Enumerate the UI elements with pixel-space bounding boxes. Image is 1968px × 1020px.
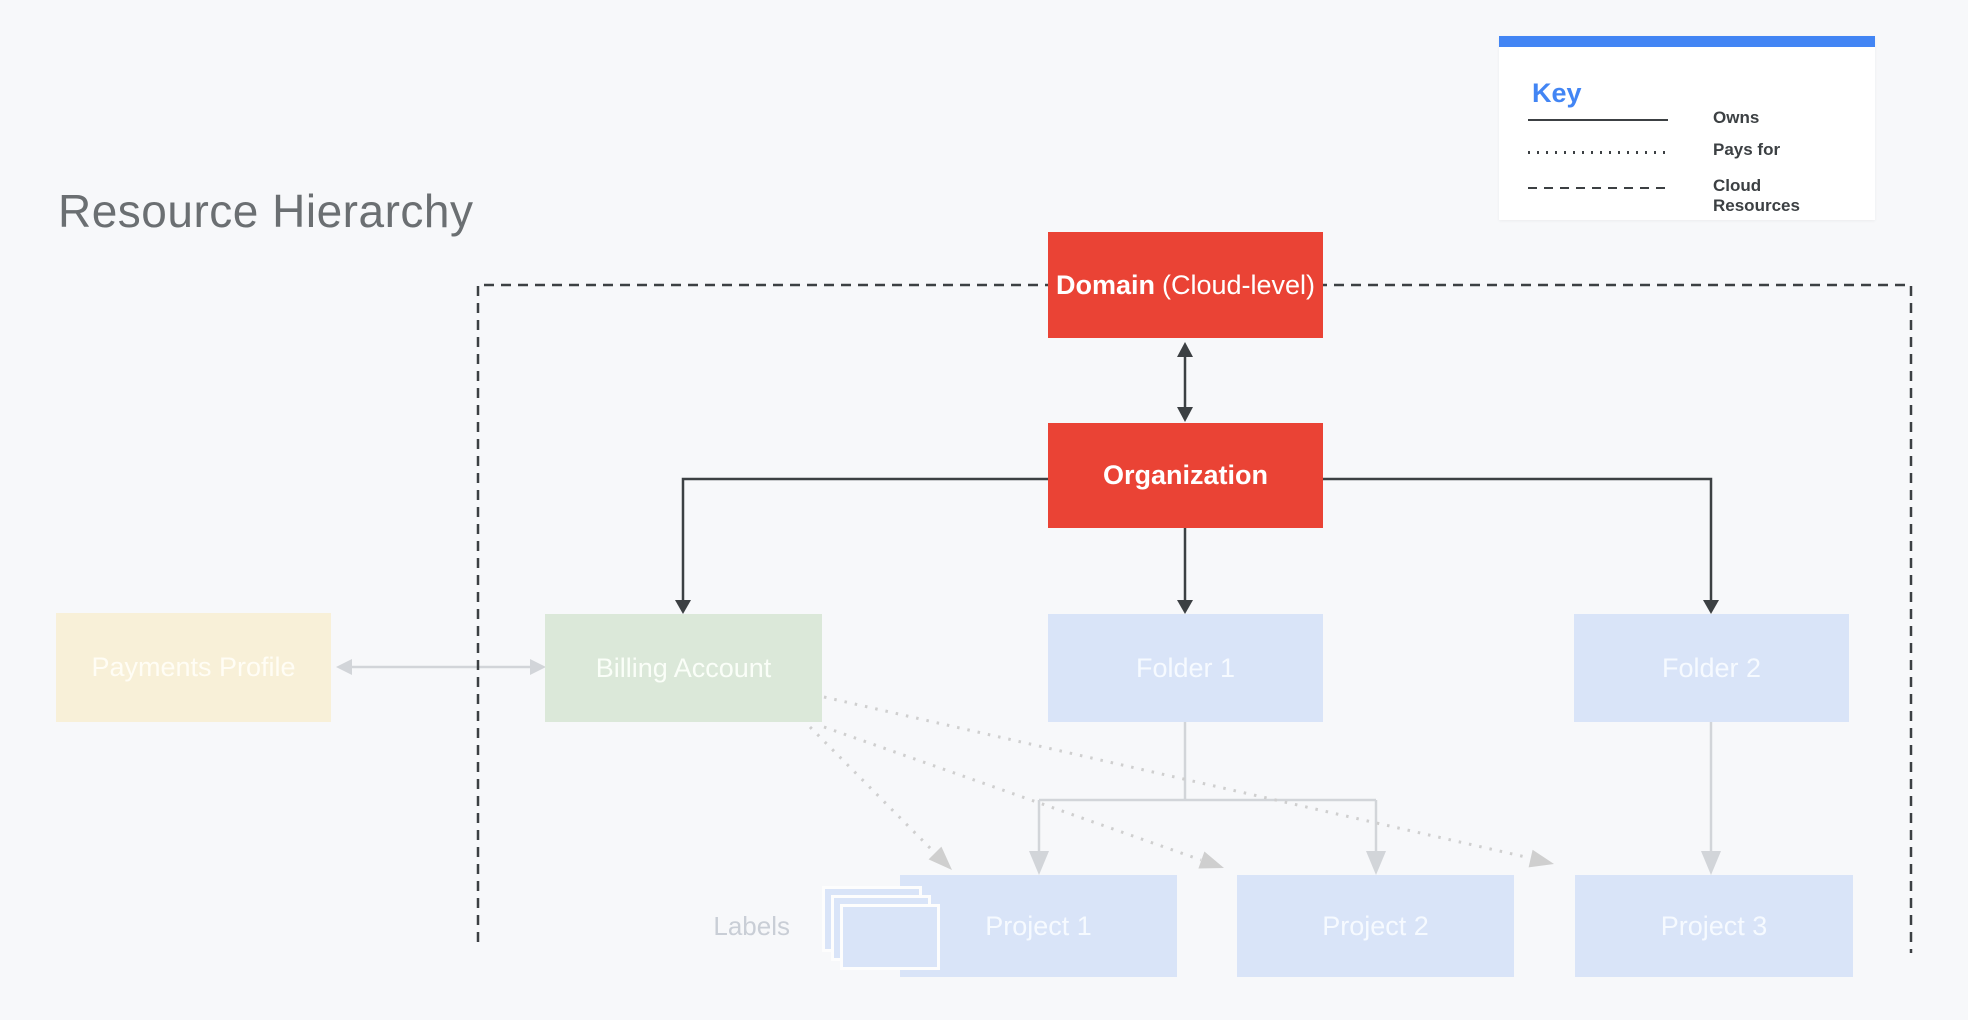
legend-panel: Key Owns Pays for Cloud Resources xyxy=(1499,36,1875,220)
org-folder2-connector xyxy=(1323,477,1713,601)
legend-accent-bar xyxy=(1499,36,1875,47)
arrowhead-right-icon xyxy=(530,659,546,675)
arrowhead-down-icon xyxy=(1701,851,1721,875)
arrowhead-down-icon xyxy=(1177,600,1193,614)
folder1-label: Folder 1 xyxy=(1135,652,1236,683)
payments-profile-box: Payments Profile xyxy=(56,613,331,722)
folder2-label: Folder 2 xyxy=(1661,652,1762,683)
project3-label: Project 3 xyxy=(1660,910,1768,941)
key-sample-solid-line xyxy=(1528,119,1668,121)
key-sample-dashed-line xyxy=(1528,187,1668,189)
folder1-projects-connector xyxy=(1037,722,1378,851)
project2-box: Project 2 xyxy=(1237,875,1514,977)
arrowhead-diag-icon xyxy=(1528,849,1554,868)
arrowhead-left-icon xyxy=(336,659,352,675)
arrowhead-up-icon xyxy=(1177,342,1193,357)
key-label-owns: Owns xyxy=(1713,108,1760,127)
domain-label-rest: (Cloud-level) xyxy=(1161,269,1316,300)
arrowhead-down-icon xyxy=(1703,600,1719,614)
billing-account-label: Billing Account xyxy=(595,652,772,683)
page-title: Resource Hierarchy xyxy=(58,185,474,237)
domain-label-bold: Domain xyxy=(1055,269,1155,300)
arrowhead-down-icon xyxy=(1177,407,1193,422)
organization-box: Organization xyxy=(1048,423,1323,528)
key-label-cloud-resources: Cloud Resources xyxy=(1713,176,1800,215)
pays-for-project1-dotted xyxy=(808,725,937,855)
project2-label: Project 2 xyxy=(1322,910,1429,941)
folder1-box: Folder 1 xyxy=(1048,614,1323,722)
project1-box: Project 1 xyxy=(900,875,1177,977)
labels-caption: Labels xyxy=(713,911,790,941)
folder2-box: Folder 2 xyxy=(1574,614,1849,722)
arrowhead-down-icon xyxy=(675,600,691,614)
labels-cards-icon xyxy=(822,886,942,972)
arrowhead-diag-icon xyxy=(928,846,952,870)
arrowhead-down-icon xyxy=(1366,851,1386,875)
arrowhead-diag-icon xyxy=(1198,851,1224,869)
legend-title: Key xyxy=(1532,78,1582,108)
domain-box: Domain (Cloud-level) xyxy=(1048,232,1323,338)
org-billing-connector xyxy=(681,477,1048,601)
billing-account-box: Billing Account xyxy=(545,614,822,722)
cloud-resources-boundary xyxy=(476,283,1913,953)
label-card-front xyxy=(840,904,940,970)
key-sample-dotted-line xyxy=(1528,151,1668,154)
organization-label: Organization xyxy=(1102,460,1268,490)
key-label-pays-for: Pays for xyxy=(1713,140,1781,159)
project3-box: Project 3 xyxy=(1575,875,1853,977)
project1-label: Project 1 xyxy=(985,910,1092,941)
payments-profile-label: Payments Profile xyxy=(91,652,296,682)
pays-for-project2-dotted xyxy=(823,725,1202,862)
arrowhead-down-icon xyxy=(1029,851,1049,875)
